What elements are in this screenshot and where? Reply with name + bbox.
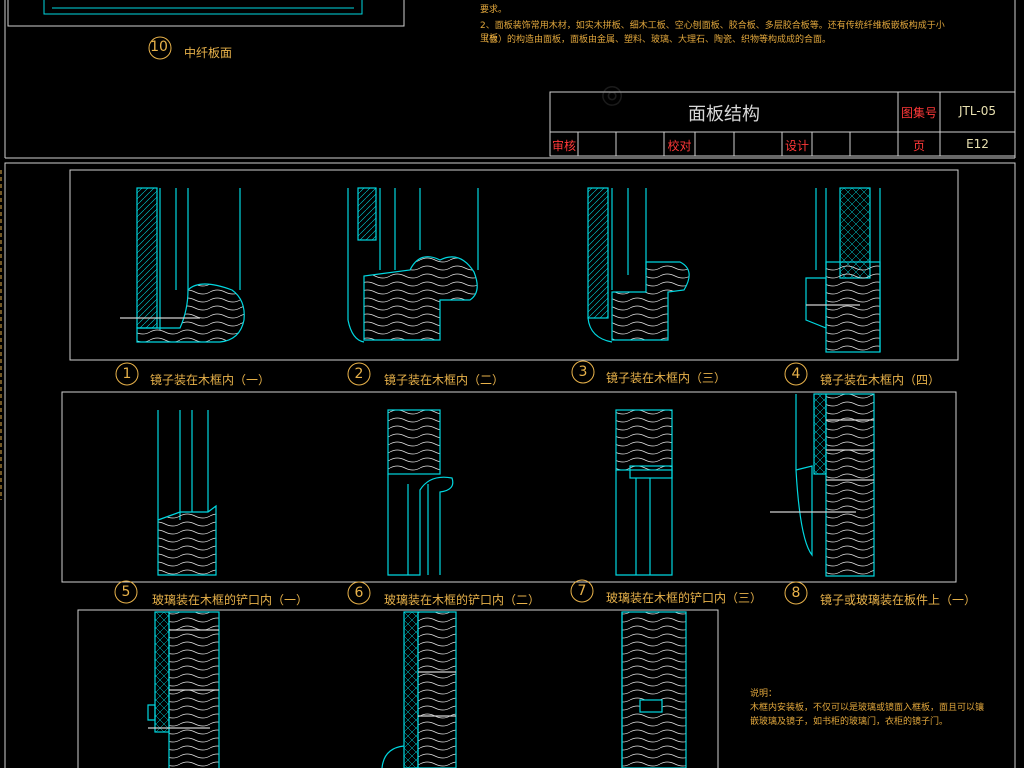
title-block-set-value: JTL-05 bbox=[959, 104, 996, 118]
detail-4-label: 镜子装在木框内（四） bbox=[820, 373, 941, 387]
detail-5-number: 5 bbox=[121, 584, 131, 600]
detail-number-circles bbox=[114, 360, 808, 605]
detail-2-label: 镜子装在木框内（二） bbox=[384, 373, 505, 387]
detail-4-section bbox=[805, 187, 881, 353]
detail-10-frame bbox=[7, 0, 405, 27]
title-block-set-label: 图集号 bbox=[900, 106, 937, 120]
title-block-page-label: 页 bbox=[912, 139, 925, 153]
detail-1-label: 镜子装在木框内（一） bbox=[150, 373, 271, 387]
detail-3-number: 3 bbox=[578, 364, 588, 380]
top-note-line0: 要求。 bbox=[480, 5, 508, 15]
title-block-review: 审核 bbox=[551, 139, 576, 153]
title-block-page-value: E12 bbox=[966, 137, 989, 151]
detail-2-number: 2 bbox=[354, 366, 364, 382]
title-block-grid bbox=[549, 91, 1016, 157]
detail-panels bbox=[61, 169, 959, 768]
detail-1-number: 1 bbox=[122, 366, 132, 382]
top-note-line2: （台）的构造由面板，面板由金属、塑料、玻璃、大理石、陶瓷、织物等构成成的合面。 bbox=[480, 35, 832, 45]
detail-12-section bbox=[621, 611, 687, 768]
detail-7-number: 7 bbox=[577, 583, 587, 599]
title-block-design: 设计 bbox=[784, 139, 809, 153]
detail-10-number: 10 bbox=[150, 39, 168, 55]
title-block-check: 校对 bbox=[667, 139, 692, 153]
detail-10-number-circle bbox=[148, 36, 172, 60]
detail-9-section bbox=[147, 611, 220, 768]
detail-7-section bbox=[615, 409, 673, 576]
detail-2-section bbox=[347, 187, 479, 343]
detail-8-label: 镜子或玻璃装在板件上（一） bbox=[820, 593, 977, 607]
detail-6-section bbox=[387, 409, 454, 576]
detail-10-label: 中纤板面 bbox=[184, 46, 233, 60]
detail-7-label: 玻璃装在木框的铲口内（三） bbox=[606, 591, 763, 605]
detail-5-section bbox=[157, 410, 217, 576]
title-block-title: 面板结构 bbox=[688, 104, 760, 125]
bottom-note-heading: 说明： bbox=[750, 689, 778, 699]
detail-8-section bbox=[770, 393, 875, 577]
detail-11-section bbox=[381, 611, 457, 768]
detail-4-number: 4 bbox=[791, 366, 801, 382]
top-note-line1: 2、面板装饰常用木材，如实木拼板、细木工板、空心刨面板、胶合板、多层胶合板等。还… bbox=[480, 21, 945, 44]
detail-3-section bbox=[587, 187, 690, 343]
detail-3-label: 镜子装在木框内（三） bbox=[606, 371, 727, 385]
bottom-note-line1: 木框内安装板，不仅可以是玻璃或镜面入框板，面且可以镶 bbox=[750, 703, 985, 713]
bottom-note-line2: 嵌玻璃及镜子，如书柜的玻璃门，衣柜的镜子门。 bbox=[750, 717, 949, 727]
detail-6-number: 6 bbox=[354, 585, 364, 601]
detail-1-section bbox=[120, 187, 245, 343]
detail-8-number: 8 bbox=[791, 585, 801, 601]
detail-5-label: 玻璃装在木框的铲口内（一） bbox=[152, 593, 309, 607]
detail-6-label: 玻璃装在木框的铲口内（二） bbox=[384, 593, 541, 607]
